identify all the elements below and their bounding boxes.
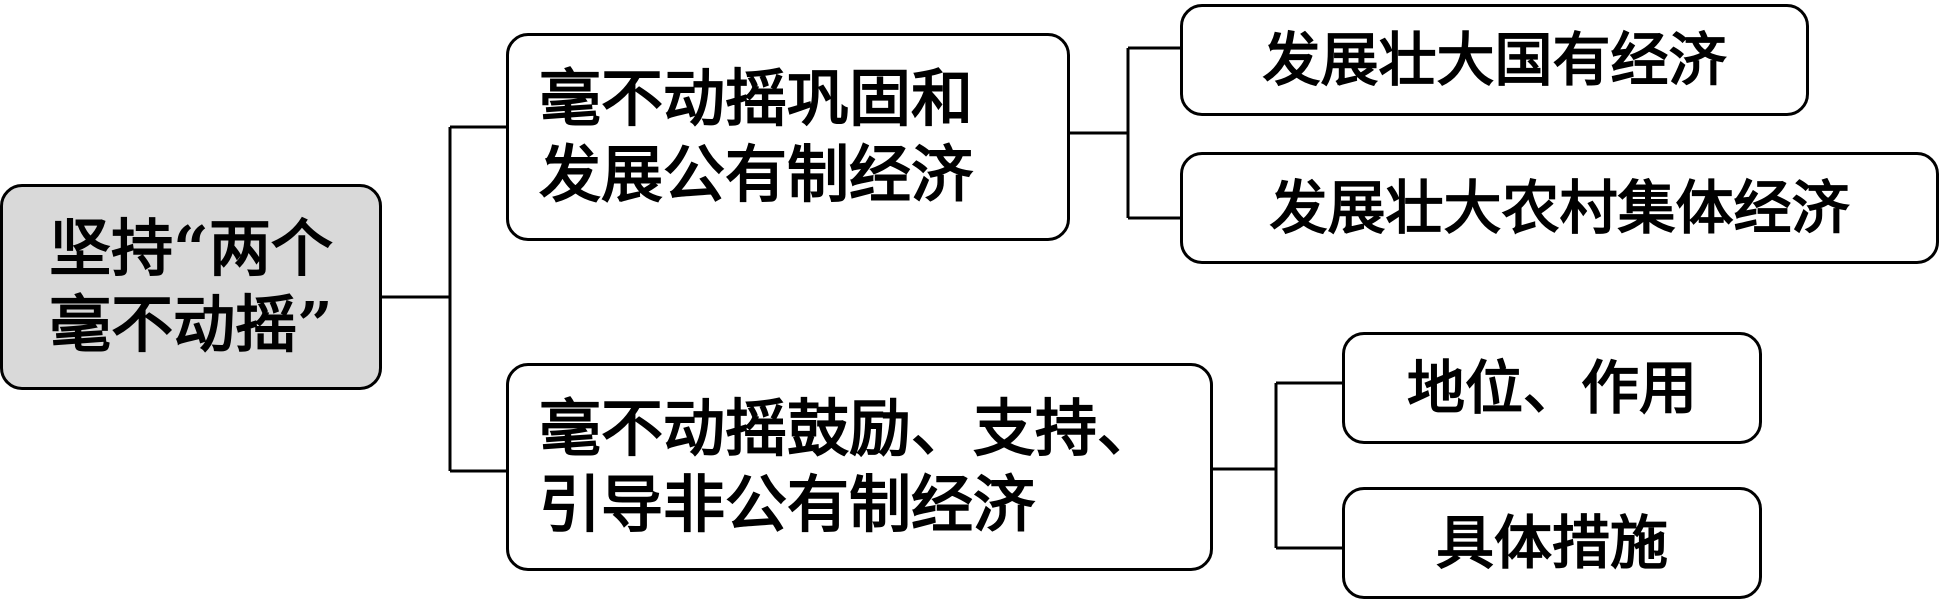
branch-node-public-economy: 毫不动摇巩固和 发展公有制经济 — [506, 33, 1070, 241]
leaf-node-status-role: 地位、作用 — [1342, 332, 1762, 444]
branch-node-non-public-economy: 毫不动摇鼓励、支持、 引导非公有制经济 — [506, 363, 1213, 571]
branch-bottom-line-1: 毫不动摇鼓励、支持、 — [539, 392, 1160, 466]
root-line-2: 毫不动摇” — [49, 288, 333, 361]
leaf-3-label: 地位、作用 — [1406, 353, 1697, 422]
branch-top-line-2: 发展公有制经济 — [539, 138, 974, 211]
branch-top-line-1: 毫不动摇巩固和 — [539, 62, 974, 136]
branch-bottom-text: 毫不动摇鼓励、支持、 引导非公有制经济 — [539, 391, 1159, 542]
branch-top-text: 毫不动摇巩固和 发展公有制经济 — [539, 61, 973, 212]
leaf-1-label: 发展壮大国有经济 — [1262, 25, 1727, 94]
leaf-4-label: 具体措施 — [1435, 508, 1668, 577]
branch-bottom-line-2: 引导非公有制经济 — [539, 468, 1036, 541]
root-line-1: 坚持“两个 — [49, 212, 333, 286]
leaf-2-label: 发展壮大农村集体经济 — [1269, 173, 1850, 242]
root-node-text: 坚持“两个 毫不动摇” — [49, 211, 333, 362]
root-node: 坚持“两个 毫不动摇” — [0, 184, 382, 390]
leaf-node-specific-measures: 具体措施 — [1342, 487, 1762, 599]
leaf-node-rural-collective: 发展壮大农村集体经济 — [1180, 152, 1939, 264]
leaf-node-state-owned: 发展壮大国有经济 — [1180, 4, 1809, 116]
